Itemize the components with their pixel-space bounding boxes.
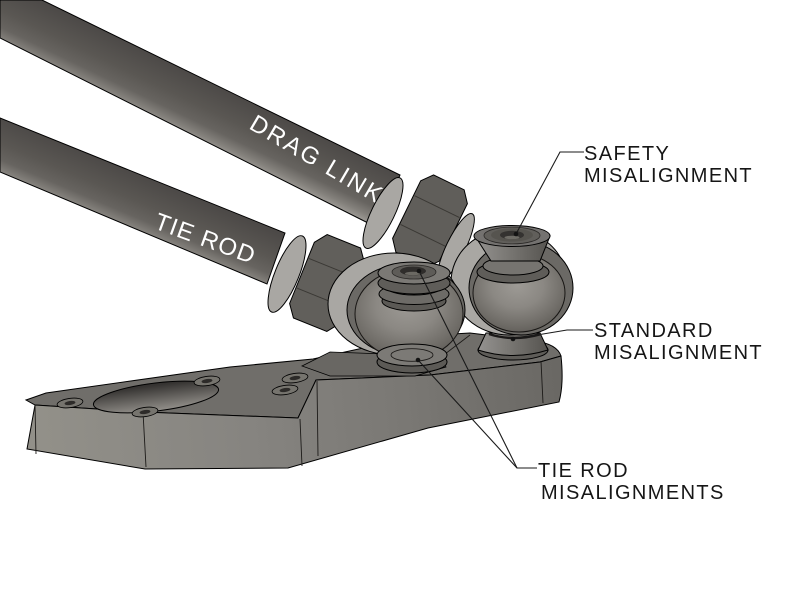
leader-safety [515, 151, 584, 235]
standard-misalignment-spacer [477, 332, 549, 361]
safety-misalignment-spacer [473, 225, 551, 284]
callout-tie-rod-misalignments: TIE ROD MISALIGNMENTS [538, 460, 725, 504]
steering-arm-bolt-hole [131, 406, 159, 418]
callout-standard-misalignment: STANDARD MISALIGNMENT [594, 320, 763, 364]
leader-dot-standard [510, 336, 516, 342]
lower-spacer-top [376, 343, 448, 367]
callout-safety-line1: SAFETY [584, 143, 670, 165]
tie-rod-lower-misalignment-spacer [376, 343, 448, 374]
steering-arm-bolt-hole [56, 397, 84, 409]
callout-standard-line2: MISALIGNMENT [594, 342, 763, 364]
drag-link-jam-washer [362, 177, 404, 249]
steering-arm-recess-seam [444, 334, 471, 355]
standard-spacer-body [477, 332, 549, 356]
callouts: SAFETY MISALIGNMENT STANDARD MISALIGNMEN… [538, 143, 763, 504]
tie-rod-upper-misalignment-spacer [377, 261, 451, 312]
safety-spacer-bore-highlight [504, 235, 520, 240]
callout-safety-misalignment: SAFETY MISALIGNMENT [584, 143, 753, 187]
leader-dot-tie-upper [416, 268, 422, 274]
tie-rod-assembly: TIE ROD [0, 117, 286, 285]
tie-rod-jam-washer [267, 235, 307, 313]
steering-arm-front-face [26, 355, 563, 470]
drag-link-rod-end [362, 174, 475, 282]
upper-spacer-bore-highlight [405, 271, 421, 276]
callout-tie-rod-line2: MISALIGNMENTS [541, 482, 725, 504]
leader-tie-rod-lower [417, 359, 518, 469]
leader-dot-safety [513, 231, 519, 237]
callout-tie-rod-line1: TIE ROD [538, 460, 629, 482]
drag-link-hex-adjuster [392, 174, 468, 268]
leader-standard [512, 329, 593, 340]
steering-arm-bolt-hole [271, 384, 299, 396]
steering-arm-bolt-hole [281, 372, 309, 384]
steering-arm-edge-seams [34, 360, 544, 468]
callout-safety-line2: MISALIGNMENT [584, 165, 753, 187]
leader-lines [415, 151, 593, 469]
drag-link-rod [0, 0, 401, 229]
leader-dot-tie-lower [415, 357, 421, 363]
lower-spacer-ring [390, 348, 434, 362]
callout-standard-line1: STANDARD [594, 320, 714, 342]
steering-arm-bolt-hole [193, 375, 221, 387]
tie-rod-rod [0, 117, 286, 285]
